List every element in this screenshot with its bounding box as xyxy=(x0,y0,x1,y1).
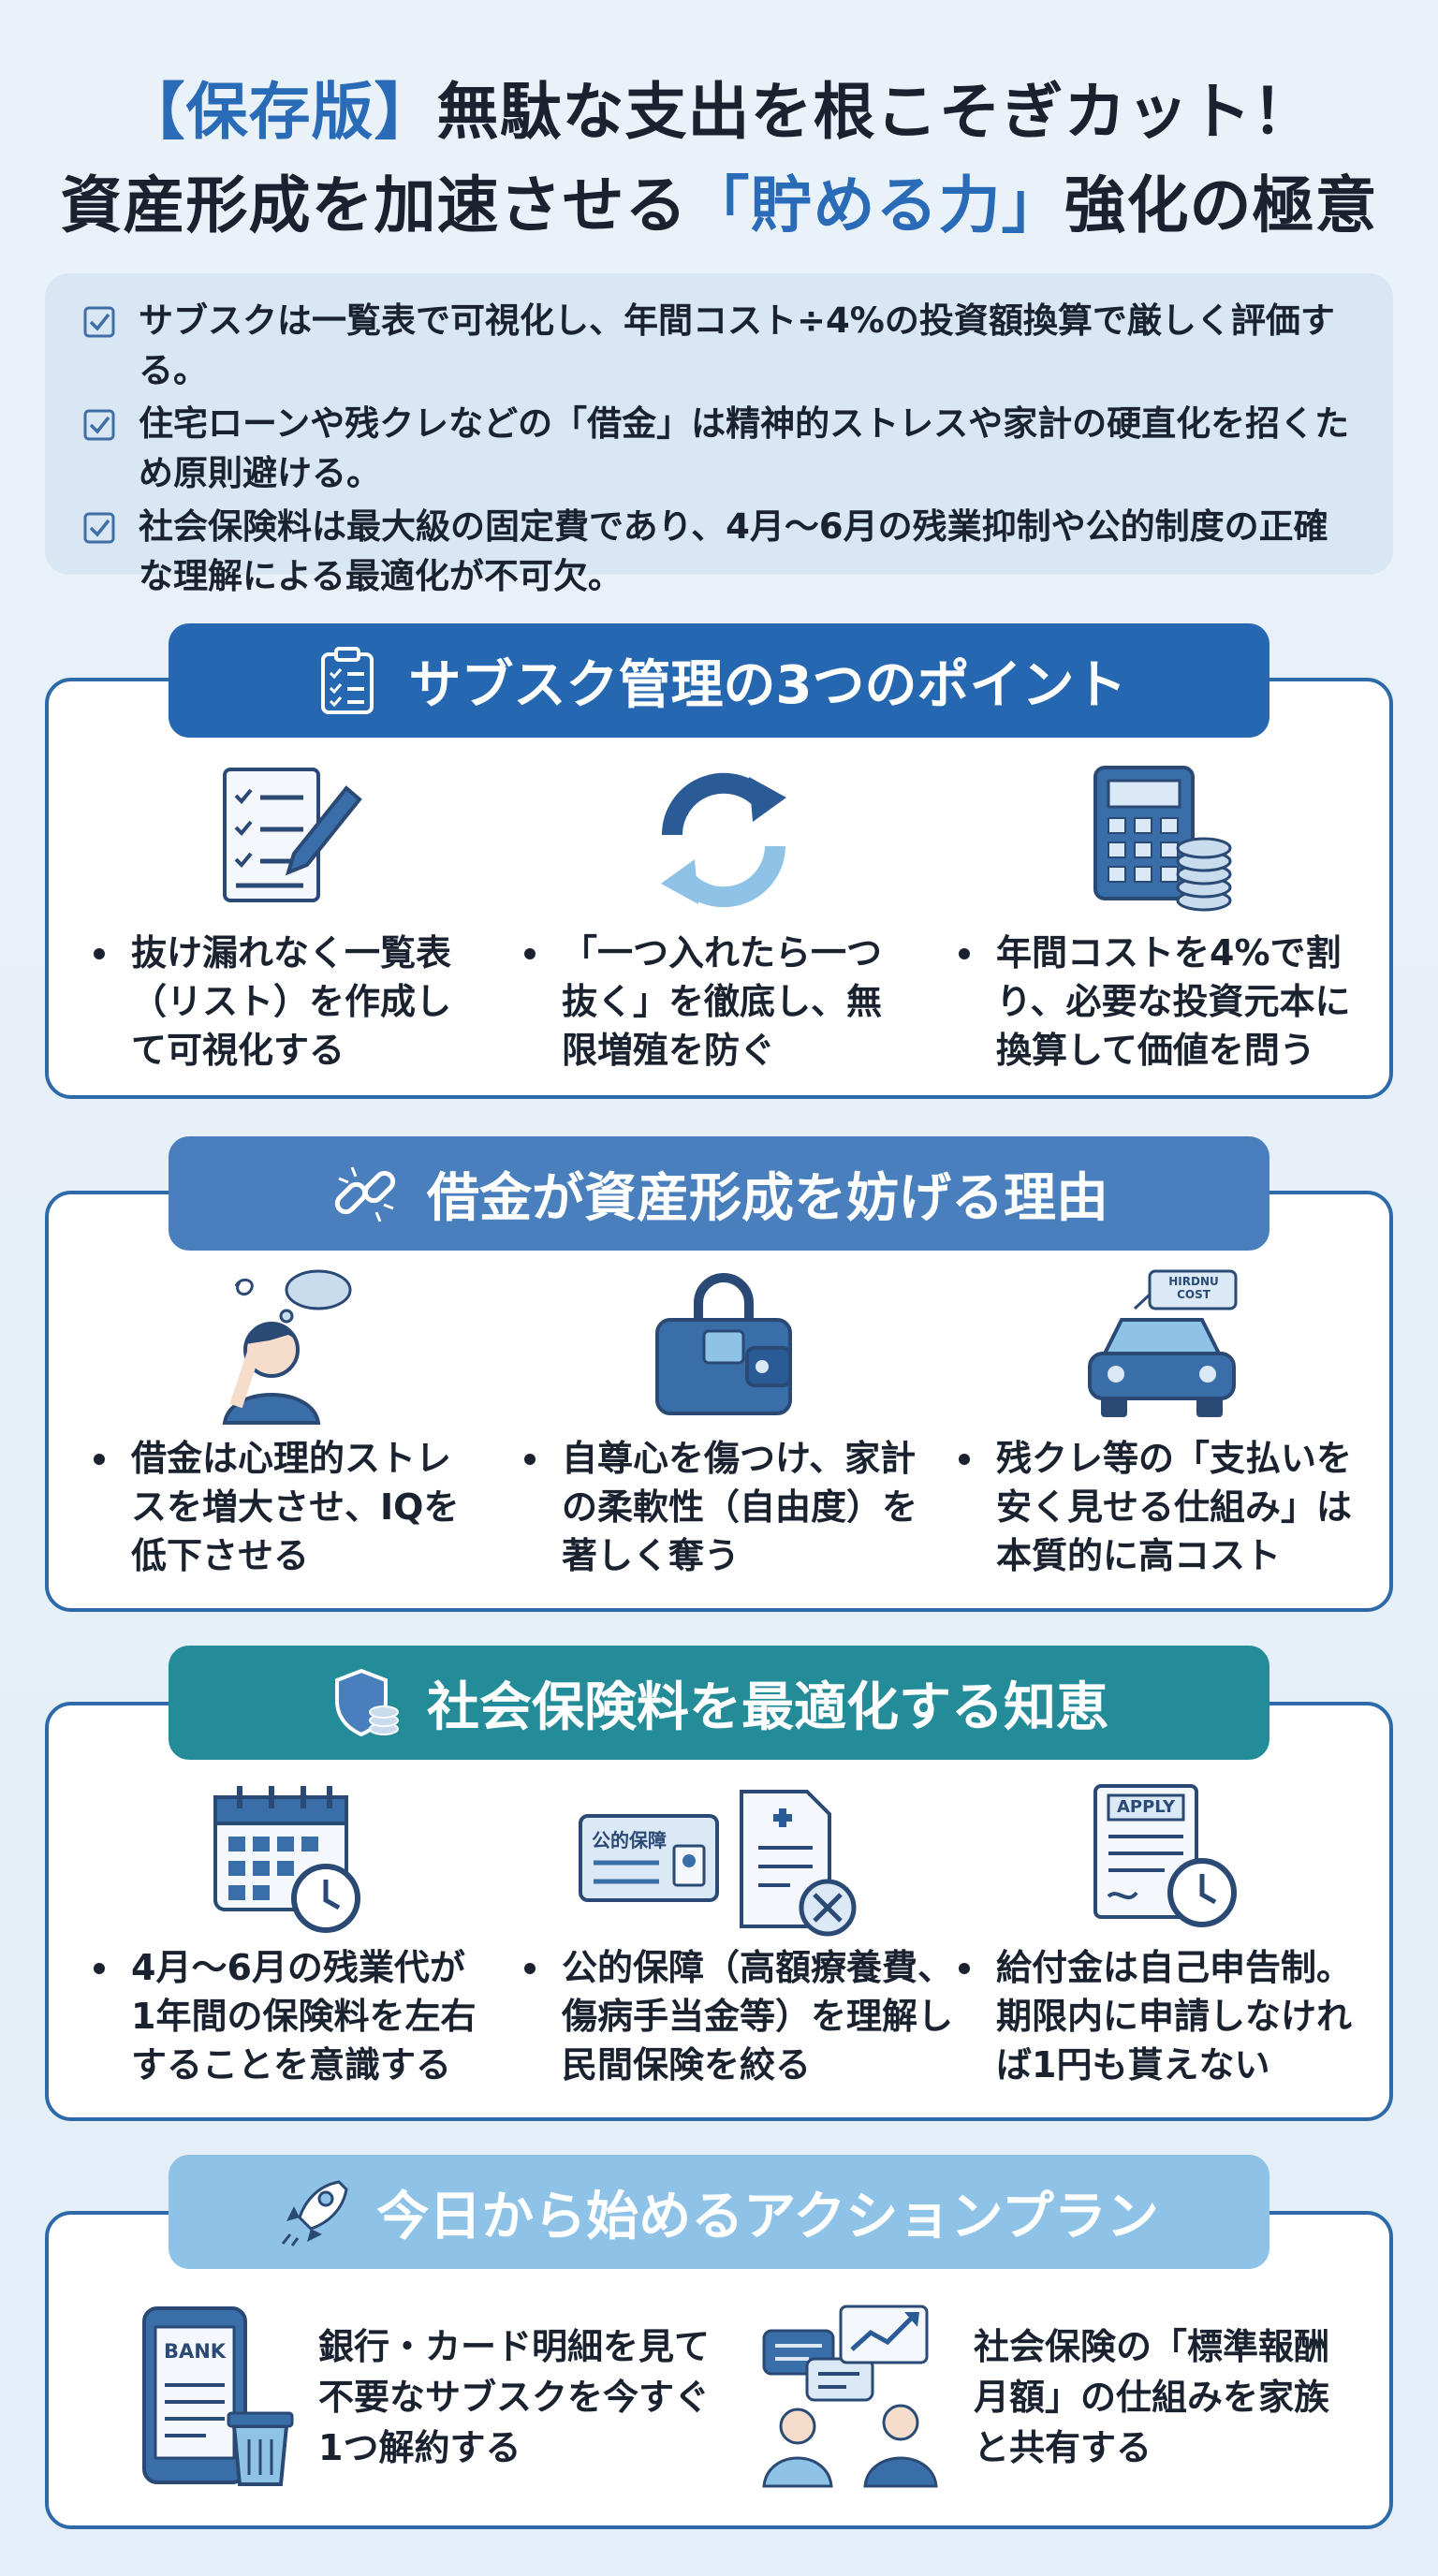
summary-item: 社会保険料は最大級の固定費であり、4月〜6月の残業抑制や公的制度の正確な理解によ… xyxy=(82,502,1356,601)
insurance-card-label: 公的保障 xyxy=(592,1829,667,1852)
point-text: 「一つ入れたら一つ抜く」を徹底し、無限増殖を防ぐ xyxy=(517,929,910,1075)
bank-phone-trash: BANK xyxy=(137,2303,296,2490)
title-line-2: 資産形成を加速させる「貯める力」強化の極意 xyxy=(0,159,1438,253)
clipboard-icon xyxy=(320,647,374,714)
summary-text: 住宅ローンや残クレなどの「借金」は精神的ストレスや家計の硬直化を招くため原則避け… xyxy=(139,403,1350,493)
point-text: 抜け漏れなく一覧表（リスト）を作成して可視化する xyxy=(86,929,479,1075)
team-chat-chart-icon xyxy=(762,2305,938,2488)
reason-text: 借金は心理的ストレスを増大させ、IQを低下させる xyxy=(86,1434,470,1580)
section-title: 今日から始めるアクションプラン xyxy=(376,2186,1159,2247)
title-end-2: 強化の極意 xyxy=(1064,169,1378,242)
title-accent-1: 【保存版】 xyxy=(123,76,437,148)
summary-item: 住宅ローンや残クレなどの「借金」は精神的ストレスや家計の硬直化を招くため原則避け… xyxy=(82,399,1356,498)
section-title: 社会保険料を最適化する知恵 xyxy=(427,1676,1108,1738)
apply-form-icon xyxy=(1093,1784,1237,1927)
car-icon xyxy=(1088,1269,1238,1417)
title-accent-2: 「貯める力」 xyxy=(687,169,1064,242)
page-title: 【保存版】無駄な支出を根こそぎカット！ 資産形成を加速させる「貯める力」強化の極… xyxy=(0,66,1438,253)
car-cost-tag: HIRDNU COST xyxy=(1082,1266,1241,1425)
calendar-clock-icon xyxy=(213,1786,360,1933)
action-text: 銀行・カード明細を見て不要なサブスクを今すぐ1つ解約する xyxy=(318,2326,711,2468)
reason-text: 自尊心を傷つけ、家計の柔軟性（自由度）を著しく奪う xyxy=(517,1434,919,1580)
insurance-tip-text: 4月〜6月の残業代が1年間の保険料を左右することを意識する xyxy=(86,1943,489,2089)
summary-text: 社会保険料は最大級の固定費であり、4月〜6月の残業抑制や公的制度の正確な理解によ… xyxy=(139,506,1328,596)
refresh-arrows-icon xyxy=(661,772,786,908)
calculator-coins-icon xyxy=(1093,766,1232,912)
summary-box: サブスクは一覧表で可視化し、年間コスト÷4%の投資額換算で厳しく評価する。 住宅… xyxy=(45,273,1393,596)
reason-text: 残クレ等の「支払いを安く見せる仕組み」は本質的に高コスト xyxy=(951,1434,1382,1580)
section-title: 借金が資産形成を妨げる理由 xyxy=(427,1167,1108,1229)
title-rest-1: 無駄な支出を根こそぎカット！ xyxy=(436,76,1315,148)
apply-form-clock: APPLY xyxy=(1082,1778,1241,1938)
section-header-insurance: 社会保険料を最適化する知恵 xyxy=(169,1646,1269,1760)
summary-item: サブスクは一覧表で可視化し、年間コスト÷4%の投資額換算で厳しく評価する。 xyxy=(82,296,1356,395)
point-text: 年間コストを4%で割り、必要な投資元本に換算して価値を問う xyxy=(951,929,1382,1075)
section-header-action-plan: 今日から始めるアクションプラン xyxy=(169,2155,1269,2269)
apply-label: APPLY xyxy=(1116,1797,1175,1817)
shield-coins-icon xyxy=(335,1668,399,1737)
title-start-2: 資産形成を加速させる xyxy=(60,169,688,242)
section-title: サブスク管理の3つのポイント xyxy=(408,654,1127,716)
broken-chain-icon xyxy=(334,1166,396,1222)
title-line-1: 【保存版】無駄な支出を根こそぎカット！ xyxy=(0,66,1438,159)
checklist-pen-icon xyxy=(223,768,362,902)
insurance-card-icon xyxy=(579,1790,857,1937)
insurance-card-doc: 公的保障 xyxy=(577,1778,876,1938)
summary-text: サブスクは一覧表で可視化し、年間コスト÷4%の投資額換算で厳しく評価する。 xyxy=(139,300,1335,390)
bank-phone-icon xyxy=(142,2306,294,2486)
section-header-subscription: サブスク管理の3つのポイント xyxy=(169,623,1269,738)
section-header-debt: 借金が資産形成を妨げる理由 xyxy=(169,1136,1269,1251)
bank-label: BANK xyxy=(163,2340,227,2363)
action-text: 社会保険の「標準報酬月額」の仕組みを家族と共有する xyxy=(974,2326,1330,2468)
cost-tag-text: HIRDNU COST xyxy=(1168,1275,1219,1301)
insurance-tip-text: 公的保障（高額療養費、傷病手当金等）を理解し民間保険を絞る xyxy=(517,1943,957,2089)
locked-wallet-icon xyxy=(655,1273,792,1415)
insurance-tip-text: 給付金は自己申告制。期限内に申請しなければ1円も貰えない xyxy=(951,1943,1372,2089)
checkbox-icon xyxy=(83,306,115,338)
checkbox-icon xyxy=(83,512,115,544)
rocket-icon xyxy=(282,2180,348,2247)
checkbox-icon xyxy=(83,409,115,441)
stressed-person-icon xyxy=(222,1269,352,1425)
